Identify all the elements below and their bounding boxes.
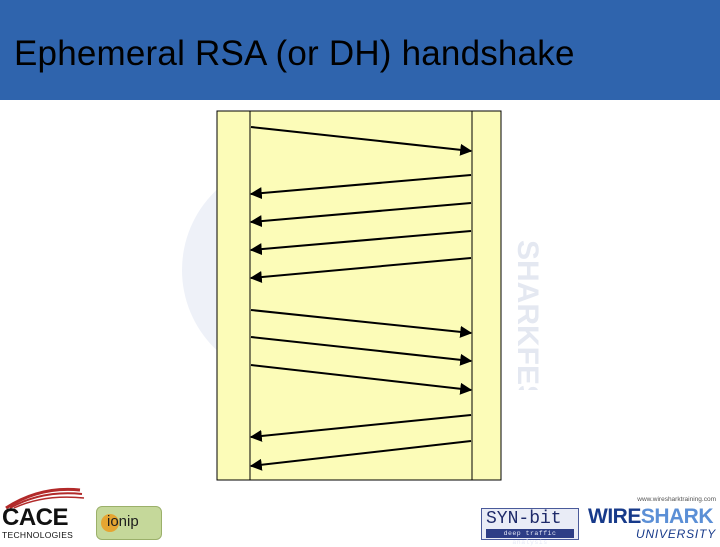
synbit-logo: SYN-bit deep traffic analysis [481,508,579,546]
wireshark-university-logo: www.wiresharktraining.com WIRESHARK UNIV… [586,496,720,541]
ionip-dot-icon [101,514,119,532]
cace-logo: CACE TECHNOLOGIES [0,486,88,540]
message-arrow-1 [250,126,473,156]
message-arrow-5 [249,257,472,283]
diagram-background [216,110,502,481]
footer-logos: CACE TECHNOLOGIES ionip SYN-bit deep tra… [0,486,720,546]
message-arrow-2 [249,174,472,200]
message-arrow-4 [249,230,472,256]
ionip-logo-text: ionip [107,513,139,530]
message-arrow-8 [250,364,473,395]
cace-logo-subtext: TECHNOLOGIES [2,530,74,540]
message-arrow-10 [249,440,472,471]
title-bar: Ephemeral RSA (or DH) handshake [0,0,720,100]
cace-swoosh-icon [5,487,85,510]
synbit-logo-subtext: deep traffic analysis [486,529,574,546]
message-arrow-7 [250,336,473,366]
wireshark-word-b: SHARK [640,505,714,528]
wireshark-logo-text: WIRESHARK [588,505,714,529]
watermark-text: SHARKFEST '09 [511,240,544,390]
synbit-logo-text: SYN-bit [486,509,562,529]
message-arrows [249,126,473,471]
wireshark-url-text: www.wiresharktraining.com [637,496,716,503]
message-arrow-6 [250,309,473,338]
slide-title: Ephemeral RSA (or DH) handshake [14,34,575,73]
wireshark-logo-subtext: UNIVERSITY [635,527,716,541]
message-arrow-9 [249,414,472,442]
message-arrow-3 [249,202,472,228]
ionip-logo: ionip [96,506,162,540]
cace-logo-text: CACE [2,504,69,531]
wireshark-word-a: WIRE [588,505,641,528]
